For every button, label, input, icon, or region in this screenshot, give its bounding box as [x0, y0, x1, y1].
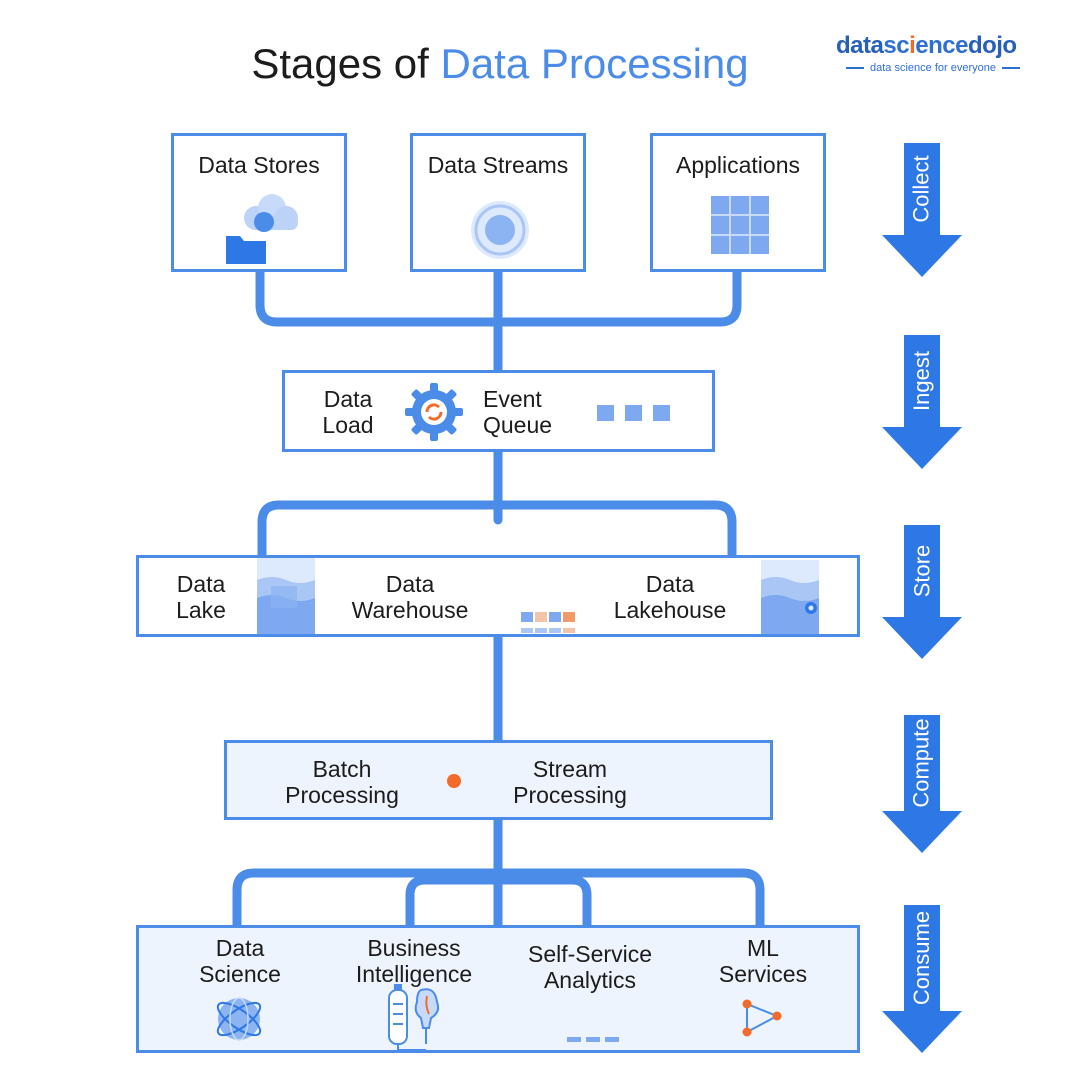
lake-icon — [257, 558, 315, 634]
down-arrow-icon — [882, 335, 962, 469]
data-lake-label: Data Lake — [176, 571, 226, 623]
stage-arrow-consume: Consume — [880, 905, 964, 1060]
stage-label-collect: Collect — [904, 143, 940, 235]
page-title: Stages of Data Processing — [0, 40, 1000, 88]
self-service-analytics-label: Self-Service Analytics — [528, 941, 652, 993]
applications-label: Applications — [675, 152, 801, 178]
ml-services-label: ML Services — [718, 935, 808, 987]
stage-arrow-compute: Compute — [880, 715, 964, 860]
down-arrow-icon — [882, 715, 962, 853]
connector-collect-ingest — [255, 267, 742, 375]
business-intelligence-label: Business Intelligence — [355, 935, 473, 987]
title-prefix: Stages of — [251, 40, 429, 87]
orange-dot-icon — [447, 774, 461, 788]
lakehouse-icon — [761, 560, 819, 634]
stage-label-compute: Compute — [904, 715, 940, 811]
data-science-label: Data Science — [199, 935, 281, 987]
down-arrow-icon — [882, 525, 962, 659]
logo-part-data: data — [836, 32, 884, 59]
stage-text-ingest: Ingest — [909, 351, 934, 411]
stage-label-ingest: Ingest — [904, 335, 940, 427]
connector-ingest-store — [257, 447, 737, 561]
data-streams-label: Data Streams — [427, 152, 569, 178]
stage-arrow-ingest: Ingest — [880, 335, 964, 476]
ml-graph-icon — [742, 999, 782, 1037]
globe-atom-icon — [216, 997, 262, 1041]
cloud-folder-icon — [226, 194, 298, 264]
app-grid-icon — [711, 196, 769, 254]
logo-part-ence: ence — [915, 32, 968, 59]
stage-text-store: Store — [909, 544, 934, 598]
consume-box: Data Science Business Intelligence Self-… — [136, 925, 860, 1053]
data-streams-box: Data Streams — [410, 133, 586, 272]
down-arrow-icon — [882, 143, 962, 277]
data-stores-box: Data Stores — [171, 133, 347, 272]
warehouse-icon — [521, 612, 575, 633]
stage-text-collect: Collect — [909, 155, 934, 223]
stage-arrow-store: Store — [880, 525, 964, 666]
data-lakehouse-label: Data Lakehouse — [613, 571, 727, 623]
ingest-box: Data Load Event Queue — [282, 370, 715, 452]
title-accent: Data Processing — [440, 40, 749, 87]
down-arrow-icon — [882, 905, 962, 1053]
store-box: Data Lake Data Warehouse Data Lakehouse — [136, 555, 860, 637]
applications-box: Applications — [650, 133, 826, 272]
stage-text-consume: Consume — [909, 910, 934, 1006]
logo-part-dojo: dojo — [967, 32, 1017, 59]
stage-label-store: Store — [904, 525, 940, 617]
stream-icon — [471, 201, 529, 259]
event-queue-label: Event Queue — [483, 386, 553, 438]
dashes-icon — [567, 1037, 619, 1042]
stream-processing-label: Stream Processing — [513, 756, 627, 808]
connector-compute-consume — [232, 815, 765, 930]
logo-wordmark: datasciencedojo — [836, 32, 1046, 60]
compute-box: Batch Processing Stream Processing — [224, 740, 773, 820]
data-load-label: Data Load — [322, 386, 374, 438]
stage-arrow-collect: Collect — [880, 143, 964, 284]
queue-icon — [597, 405, 670, 421]
stage-text-compute: Compute — [909, 718, 934, 808]
data-stores-label: Data Stores — [198, 152, 320, 178]
stage-label-consume: Consume — [904, 905, 940, 1011]
logo-part-sc: sc — [883, 32, 910, 59]
logo-tagline: data science for everyone — [840, 62, 1046, 74]
logo-i-dot: i — [909, 32, 916, 59]
brand-logo: datasciencedojo data science for everyon… — [836, 32, 1046, 74]
data-warehouse-label: Data Warehouse — [351, 571, 469, 623]
batch-processing-label: Batch Processing — [285, 756, 399, 808]
gear-icon — [405, 383, 463, 441]
tube-brain-icon — [388, 984, 440, 1051]
